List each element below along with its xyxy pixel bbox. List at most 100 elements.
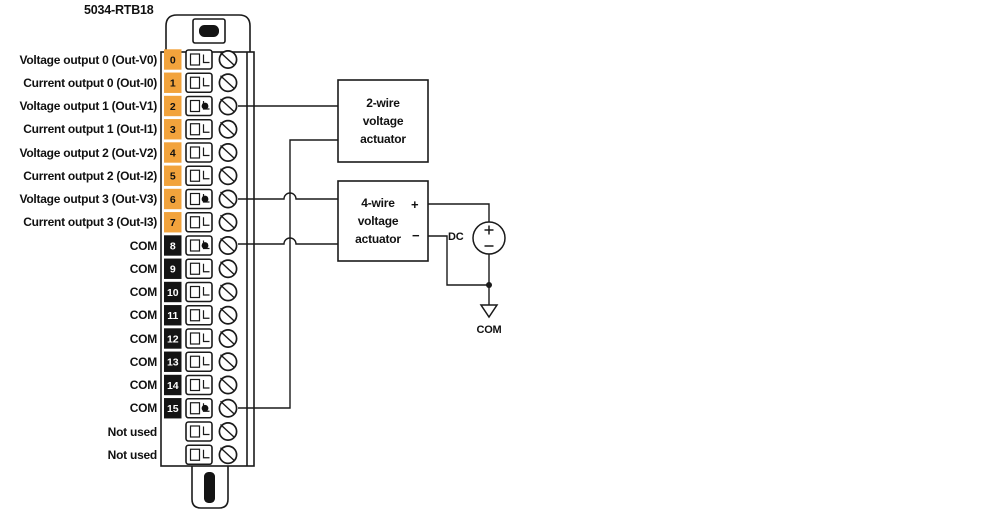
four-wire-line3: actuator	[355, 232, 401, 246]
terminal-number: 6	[170, 194, 176, 206]
terminal-screw-slot	[189, 355, 201, 368]
terminal-screw-detail	[202, 333, 210, 343]
terminal-screw-detail	[202, 263, 210, 273]
ground-symbol	[479, 304, 499, 319]
four-wire-actuator-box	[337, 180, 429, 262]
terminal-number-badge	[164, 258, 182, 279]
terminal-row: 9	[164, 258, 238, 280]
clamp-slash	[220, 75, 235, 90]
terminal-screw-slot	[189, 448, 201, 461]
terminal-number-badge	[164, 351, 182, 372]
terminal-number-badge	[164, 398, 182, 419]
terminal-number: 8	[170, 240, 176, 252]
terminal-row: 14	[164, 374, 238, 396]
terminal-number-badge	[164, 95, 182, 117]
terminal-row: 13	[164, 351, 238, 373]
terminal-number-badge	[164, 49, 182, 70]
clamp-slash	[220, 377, 235, 392]
terminal-screw-slot	[189, 146, 201, 159]
terminal-screw-slot	[189, 378, 201, 392]
terminal-row	[185, 444, 238, 466]
four-wire-line1: 4-wire	[361, 196, 395, 210]
clamp-slash	[220, 237, 235, 253]
terminal-screw-slot	[189, 402, 201, 415]
module-top-cap	[165, 14, 251, 52]
four-wire-line2: voltage	[357, 214, 399, 228]
four-wire-actuator-label: 4-wire voltage actuator	[338, 181, 418, 261]
wires	[238, 105, 490, 409]
wire-inserted-dot	[201, 195, 209, 203]
terminal-row: 8	[164, 235, 238, 256]
terminal-row: 2	[164, 95, 238, 117]
ground-com-label: COM	[476, 324, 502, 336]
clamp-slash	[220, 261, 235, 276]
terminal-screw-detail	[202, 449, 210, 459]
terminal-number: 1	[170, 78, 176, 90]
terminal-screw-slot	[189, 332, 201, 345]
terminal-screw-detail	[202, 426, 210, 436]
wire-supply-plus	[428, 203, 490, 222]
terminal-row: 11	[164, 304, 238, 326]
junction-dot	[486, 282, 492, 288]
terminal-row: 7	[164, 211, 238, 233]
terminal-screw-slot	[189, 76, 201, 89]
terminal-row	[185, 421, 238, 442]
terminal-screw-slot	[189, 99, 201, 113]
module-top-clip	[192, 18, 226, 44]
terminal-number: 4	[170, 147, 176, 159]
terminal-screw-detail	[202, 380, 210, 389]
terminal-number-badge	[164, 165, 182, 186]
terminal-screw-slot	[189, 216, 201, 229]
wire-inserted-dot	[201, 102, 209, 110]
terminal-screw-slot	[189, 309, 201, 322]
terminal-screw-slot	[189, 425, 201, 438]
clamp-slash	[220, 307, 235, 322]
clamp-slash	[220, 330, 235, 346]
two-wire-line3: actuator	[360, 132, 406, 146]
clamp-slash	[220, 168, 235, 183]
wire-inserted-dot	[201, 404, 209, 412]
terminal-screw-slot	[189, 262, 201, 275]
terminal-row: 10	[164, 281, 238, 303]
four-wire-minus-sign: −	[412, 228, 420, 243]
module-bottom-cap	[191, 466, 229, 509]
terminal-row: 4	[164, 142, 238, 163]
terminal-number-badge	[164, 235, 182, 256]
clamp-slash	[220, 423, 235, 439]
terminal-row: 5	[164, 165, 238, 187]
module-title: 5034-RTB18	[84, 3, 154, 17]
terminal-number-badge	[164, 188, 182, 210]
terminal-number-badge	[164, 119, 182, 140]
terminal-screw-slot	[189, 123, 201, 136]
terminal-screw-detail	[202, 54, 210, 64]
terminal-number: 12	[167, 333, 179, 345]
four-wire-plus-sign: +	[411, 197, 419, 212]
terminal-row: 12	[164, 328, 238, 349]
terminal-number: 5	[170, 171, 176, 183]
terminal-screw-detail	[202, 310, 210, 319]
terminal-number: 14	[167, 380, 179, 392]
wire-supply-minus	[428, 235, 489, 286]
actuator-boxes	[337, 79, 429, 262]
terminal-number-badge	[164, 212, 182, 233]
clamp-slash	[220, 354, 235, 369]
clamp-slash	[220, 144, 235, 160]
terminal-number-badge	[164, 72, 182, 93]
clamp-slash	[220, 98, 235, 113]
clamp-slash	[220, 447, 235, 462]
two-wire-line1: 2-wire	[366, 96, 400, 110]
terminal-screw-detail	[202, 77, 210, 87]
terminal-screw-slot	[189, 285, 201, 299]
terminal-screw-detail	[202, 124, 210, 133]
terminal-screw-detail	[202, 147, 210, 157]
terminal-screw-slot	[189, 192, 201, 206]
terminal-number-badge	[164, 328, 182, 349]
terminal-number: 15	[167, 403, 179, 415]
terminal-number: 9	[170, 264, 176, 276]
terminal-screw-detail	[202, 170, 210, 180]
terminal-number: 13	[167, 357, 179, 369]
terminal-row: 6	[164, 188, 238, 210]
clamp-slash	[220, 191, 235, 206]
